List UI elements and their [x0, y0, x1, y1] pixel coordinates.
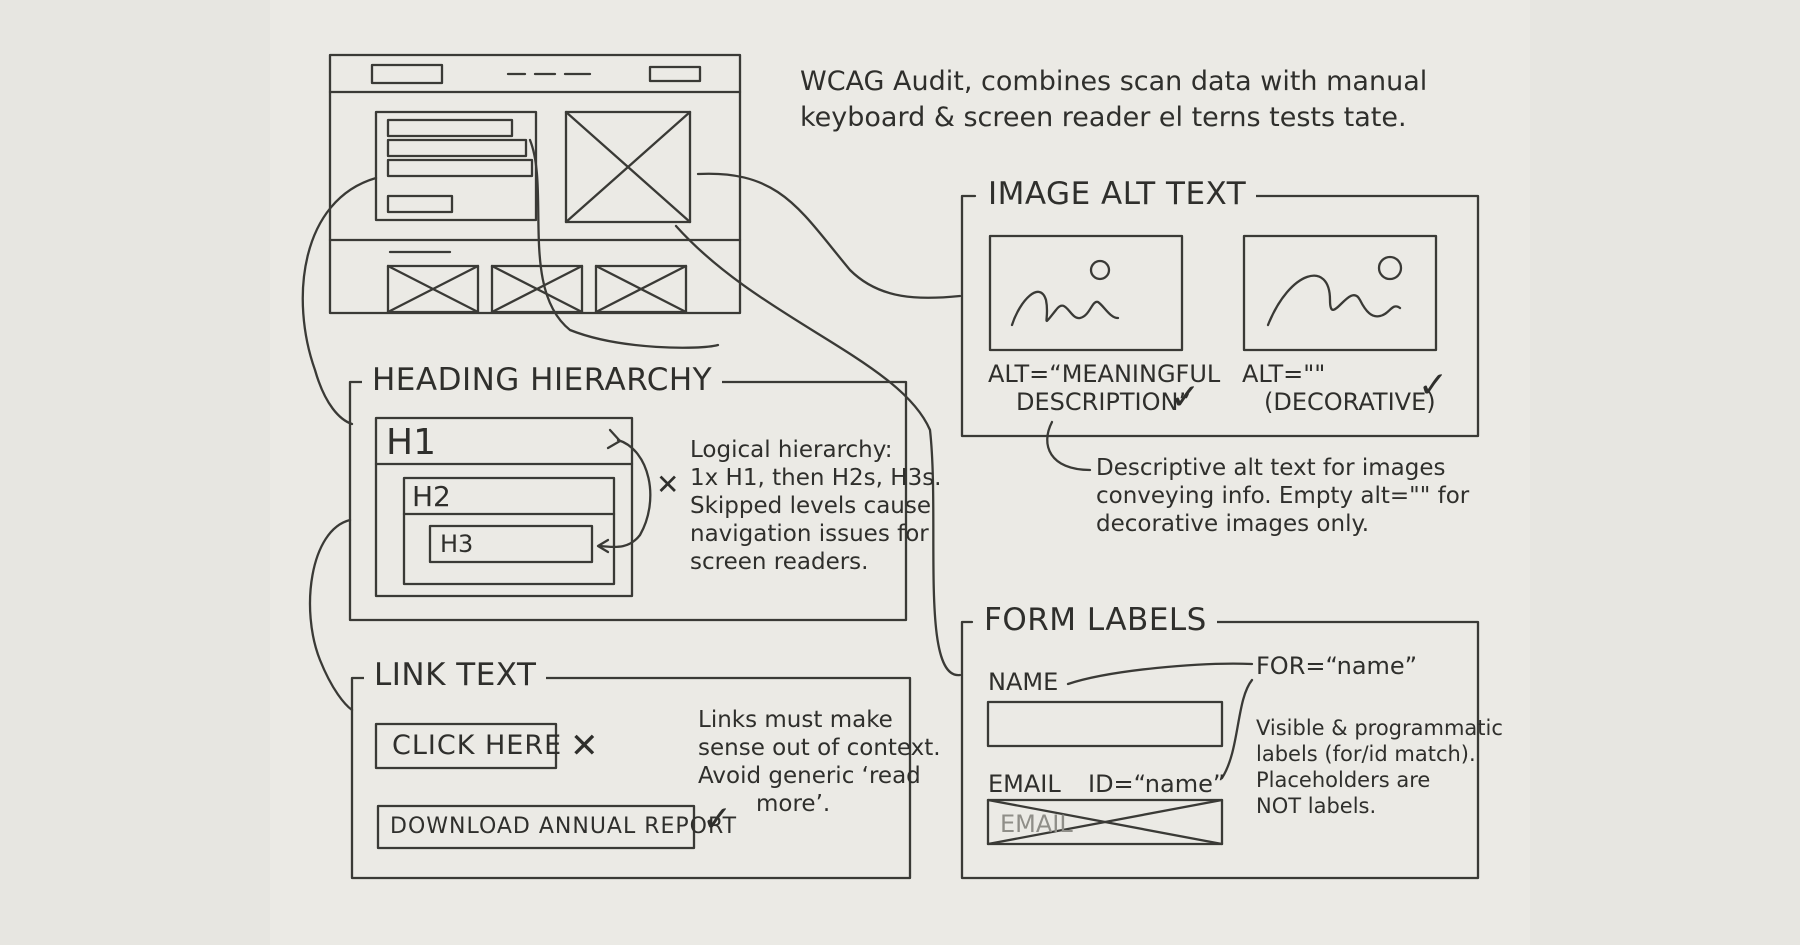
email-placeholder-text: EMAIL [1000, 810, 1073, 838]
skipped-level-cross-icon: ✕ [656, 468, 679, 501]
alt-decorative-check-icon: ✓ [1418, 368, 1448, 404]
alt-empty-line-2: (DECORATIVE) [1264, 388, 1436, 416]
image-alt-note-line-3: decorative images only. [1096, 510, 1369, 538]
heading-note-line-1: Logical hierarchy: [690, 436, 892, 464]
image-alt-title: IMAGE ALT TEXT [978, 176, 1256, 212]
alt-meaningful-line-2: DESCRIPTION” [1016, 388, 1191, 416]
form-labels-title: FORM LABELS [974, 602, 1217, 638]
h1-label: H1 [386, 422, 436, 463]
image-alt-note-line-2: conveying info. Empty alt="" for [1096, 482, 1469, 510]
download-annual-report-link[interactable]: DOWNLOAD ANNUAL REPORT [390, 814, 737, 839]
heading-note-line-2: 1x H1, then H2s, H3s. [690, 464, 942, 492]
id-attribute-label: ID=“name” [1088, 770, 1225, 798]
click-here-link[interactable]: CLICK HERE [392, 730, 562, 761]
email-field-label: EMAIL [988, 770, 1061, 798]
form-note-line-4: NOT labels. [1256, 792, 1376, 820]
form-note-line-2: labels (for/id match). [1256, 740, 1476, 768]
heading-note-line-4: navigation issues for [690, 520, 929, 548]
for-attribute-label: FOR=“name” [1256, 652, 1417, 680]
alt-thumbnails [990, 236, 1436, 350]
click-here-cross-icon: ✕ [570, 726, 599, 766]
download-link-check-icon: ✓ [702, 802, 732, 838]
link-note-line-3: Avoid generic ‘read [698, 762, 921, 790]
h3-label: H3 [440, 530, 473, 558]
heading-hierarchy-title: HEADING HIERARCHY [362, 362, 722, 398]
alt-meaningful-check-icon: ✓ [1170, 380, 1200, 416]
heading-note-line-5: screen readers. [690, 548, 868, 576]
heading-note-line-3: Skipped levels cause [690, 492, 931, 520]
form-note-line-1: Visible & programmatic [1256, 714, 1503, 742]
page-wireframe [330, 55, 740, 313]
intro-line-1: WCAG Audit, combines scan data with manu… [800, 64, 1427, 100]
intro-line-2: keyboard & screen reader el terns tests … [800, 100, 1407, 136]
alt-empty-line-1: ALT="" [1242, 360, 1325, 388]
name-field-label: NAME [988, 668, 1058, 696]
link-note-line-1: Links must make [698, 706, 893, 734]
form-note-line-3: Placeholders are [1256, 766, 1430, 794]
link-note-line-2: sense out of context. [698, 734, 941, 762]
h2-label: H2 [412, 480, 451, 513]
image-alt-note-line-1: Descriptive alt text for images [1096, 454, 1446, 482]
link-text-title: LINK TEXT [364, 657, 546, 693]
link-note-line-4: more’. [756, 790, 830, 818]
